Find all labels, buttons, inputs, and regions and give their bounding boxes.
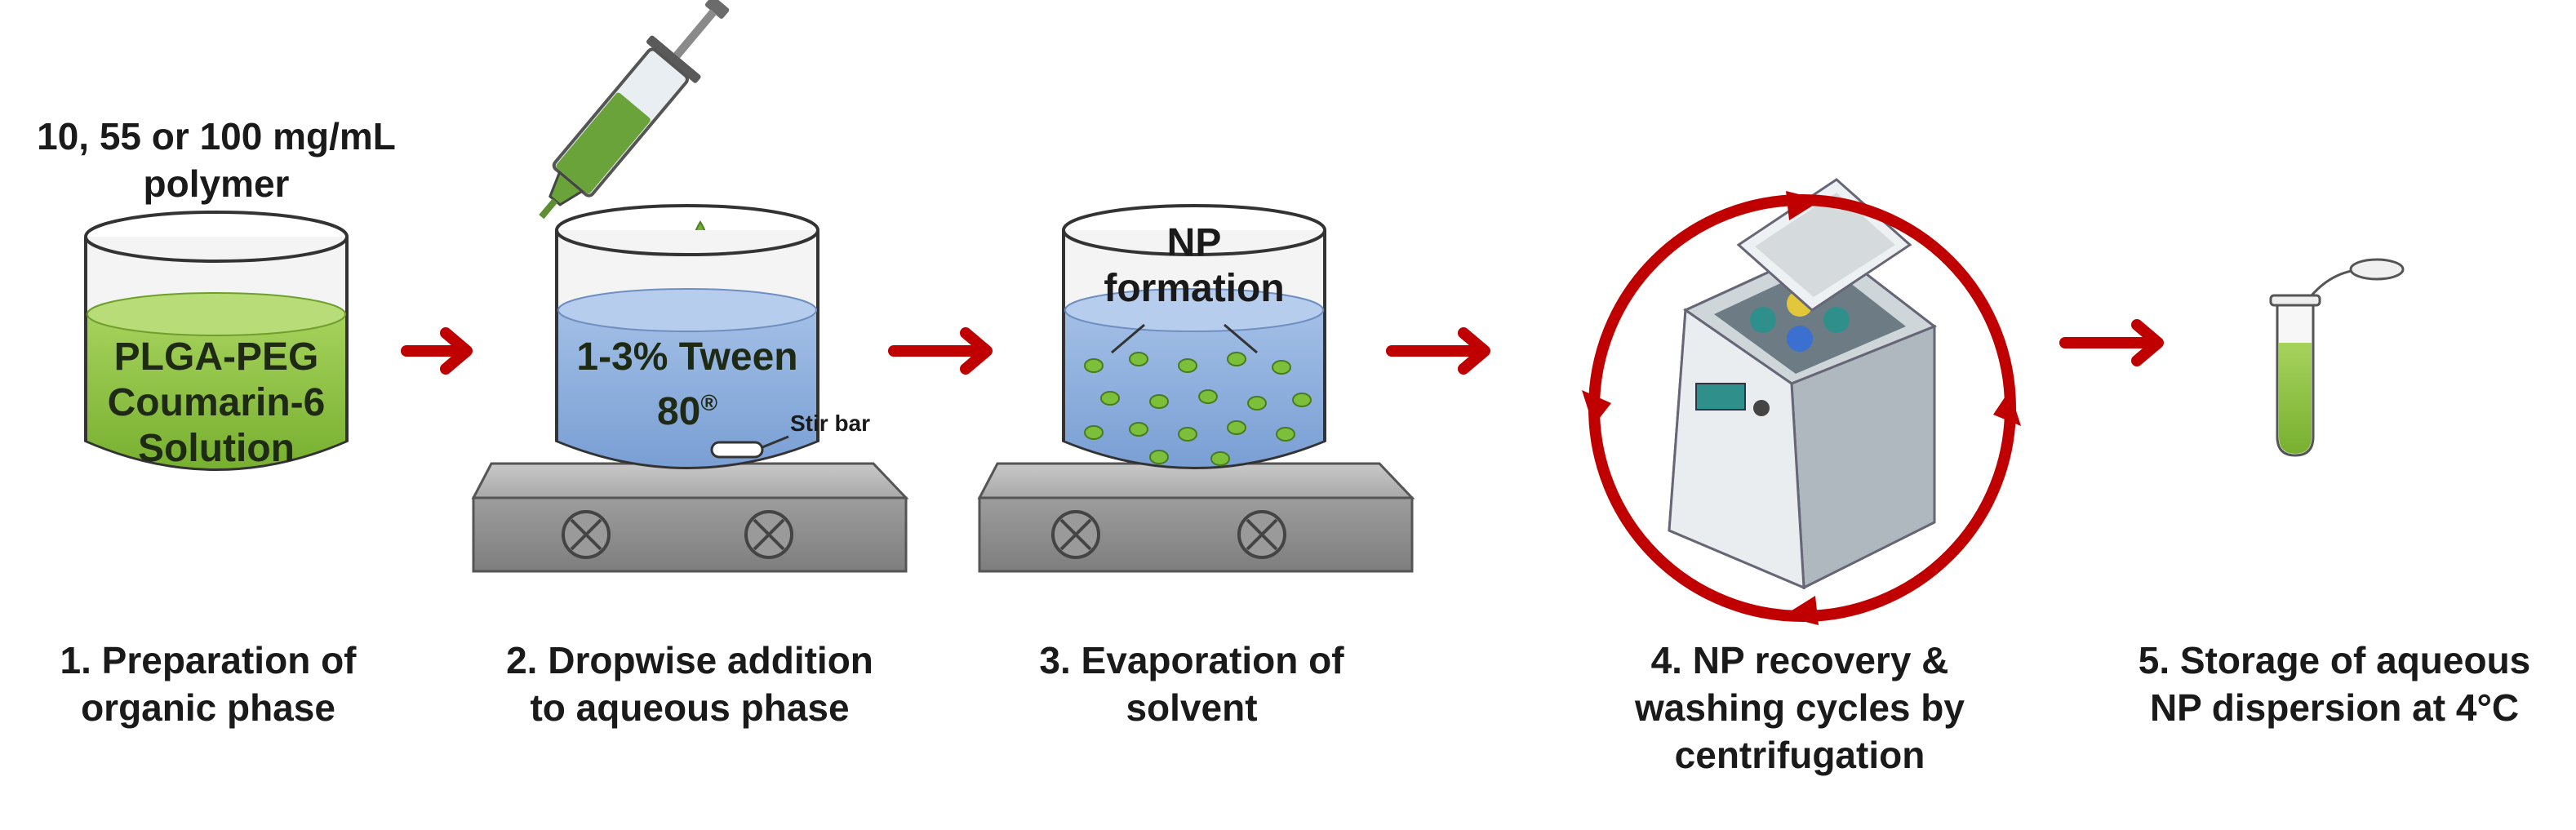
step-5-caption: 5. Storage of aqueous NP dispersion at 4… — [2106, 637, 2563, 731]
nanoparticle — [1149, 394, 1169, 409]
step-3-line-2: solvent — [1126, 686, 1258, 729]
nanoparticle — [1210, 451, 1230, 466]
process-arrows — [401, 319, 2164, 375]
step-4-line-1: 4. NP recovery & — [1650, 639, 1949, 681]
nanoparticle — [1292, 393, 1312, 407]
nanoparticle — [1149, 450, 1169, 464]
nanoparticle — [1276, 427, 1295, 442]
step-4-caption: 4. NP recovery & washing cycles by centr… — [1596, 637, 2004, 779]
nanoparticle — [1178, 427, 1197, 442]
beaker3-line-1: NP — [1166, 221, 1222, 264]
storage-tube — [2269, 258, 2405, 457]
nanoparticle — [1084, 358, 1104, 373]
step-2-line-2: to aqueous phase — [530, 686, 850, 729]
centrifuge — [1668, 178, 1938, 590]
step-1-line-2: organic phase — [81, 686, 335, 729]
stir-bar-text: Stir bar — [790, 411, 871, 436]
beaker2-line-2-wrap: 80® — [557, 380, 818, 435]
nanoparticle — [1227, 352, 1246, 366]
step-4-line-2: washing cycles by — [1635, 686, 1965, 729]
nanoparticle — [1129, 422, 1148, 437]
stir-bar — [710, 441, 764, 459]
beaker1-text: PLGA-PEG Coumarin-6 Solution — [86, 335, 347, 472]
nanoparticle — [1084, 425, 1104, 440]
step-1-line-1: 1. Preparation of — [60, 639, 357, 681]
step-3-caption: 3. Evaporation of solvent — [988, 637, 1396, 731]
beaker2-line-1: 1-3% Tween — [576, 335, 798, 379]
registered-mark: ® — [700, 390, 718, 415]
step-2-caption: 2. Dropwise addition to aqueous phase — [477, 637, 902, 731]
nanoparticle — [1178, 358, 1197, 373]
beaker3-line-2: formation — [1104, 267, 1285, 310]
nanoparticle — [1129, 352, 1148, 366]
beaker1-line-3: Solution — [138, 427, 295, 470]
step-1-caption: 1. Preparation of organic phase — [16, 637, 400, 731]
syringe — [539, 0, 730, 220]
nanoparticle — [1100, 391, 1120, 406]
beaker-aqueous-phase — [555, 204, 819, 469]
nanoparticle — [1272, 360, 1291, 375]
beaker-organic-phase — [84, 211, 349, 471]
nanoparticles — [1084, 352, 1312, 466]
beaker2-line-2: 80 — [656, 390, 701, 433]
beaker2-text: 1-3% Tween 80® — [557, 335, 818, 435]
stir-bar-label: Stir bar — [790, 410, 913, 437]
polymer-line-1: 10, 55 or 100 mg/mL — [37, 115, 396, 158]
step-5-line-1: 5. Storage of aqueous — [2138, 639, 2531, 681]
nanoparticle — [1227, 420, 1246, 435]
beaker1-line-2: Coumarin-6 — [107, 381, 326, 424]
step-4-line-3: centrifugation — [1674, 734, 1925, 776]
stir-plate-3 — [977, 462, 1415, 573]
step-3-line-1: 3. Evaporation of — [1039, 639, 1344, 681]
beaker1-line-1: PLGA-PEG — [113, 335, 319, 379]
washing-cycle-ring — [1582, 191, 2021, 625]
step-2-line-1: 2. Dropwise addition — [506, 639, 873, 681]
polymer-concentration-label: 10, 55 or 100 mg/mL polymer — [24, 113, 408, 207]
stir-plate-2 — [471, 462, 909, 573]
step-5-line-2: NP dispersion at 4°C — [2149, 686, 2520, 729]
beaker3-text: NP formation — [1064, 220, 1325, 312]
nanoparticle — [1198, 389, 1218, 404]
polymer-line-2: polymer — [143, 162, 290, 205]
nanoparticle — [1247, 396, 1267, 411]
